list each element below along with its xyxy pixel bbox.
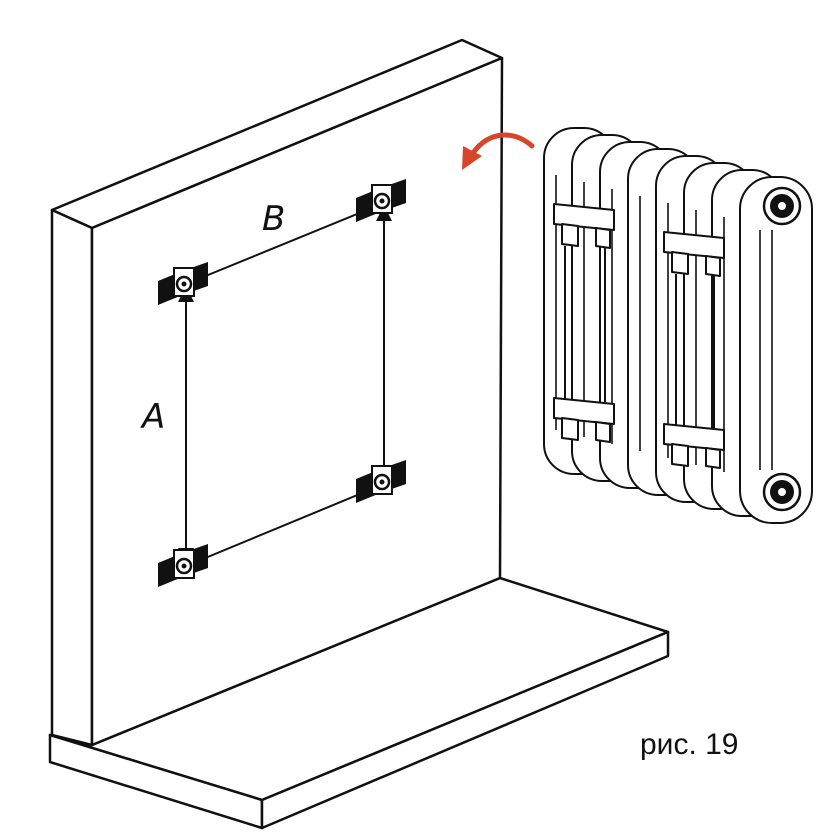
radiator-hook-upper-right	[663, 231, 725, 428]
radiator-plug-bottom	[762, 472, 802, 512]
dimension-line-bottom	[185, 483, 385, 567]
wall-bracket-top-left	[158, 262, 208, 305]
rotate-arrow-icon	[462, 132, 535, 170]
wall-side	[50, 208, 94, 747]
dimension-label-a: A	[140, 397, 165, 437]
radiator-hook-lower-right	[663, 423, 725, 469]
wall-bracket-bottom-left	[158, 544, 208, 587]
radiator-hook-lower-left	[553, 397, 615, 443]
wall-bracket-bottom-right	[356, 460, 406, 503]
dimension-label-b: B	[262, 199, 285, 239]
wall-bracket-top-right	[356, 179, 406, 222]
figure-caption: рис. 19	[640, 728, 739, 761]
radiator-plug-top	[762, 186, 802, 226]
radiator-hook-upper-left	[553, 203, 615, 402]
radiator-section-front	[739, 176, 813, 524]
dimension-line-b-top	[185, 202, 385, 285]
floor-side	[260, 630, 670, 830]
radiator	[543, 127, 813, 524]
bracket-layout	[178, 202, 392, 567]
